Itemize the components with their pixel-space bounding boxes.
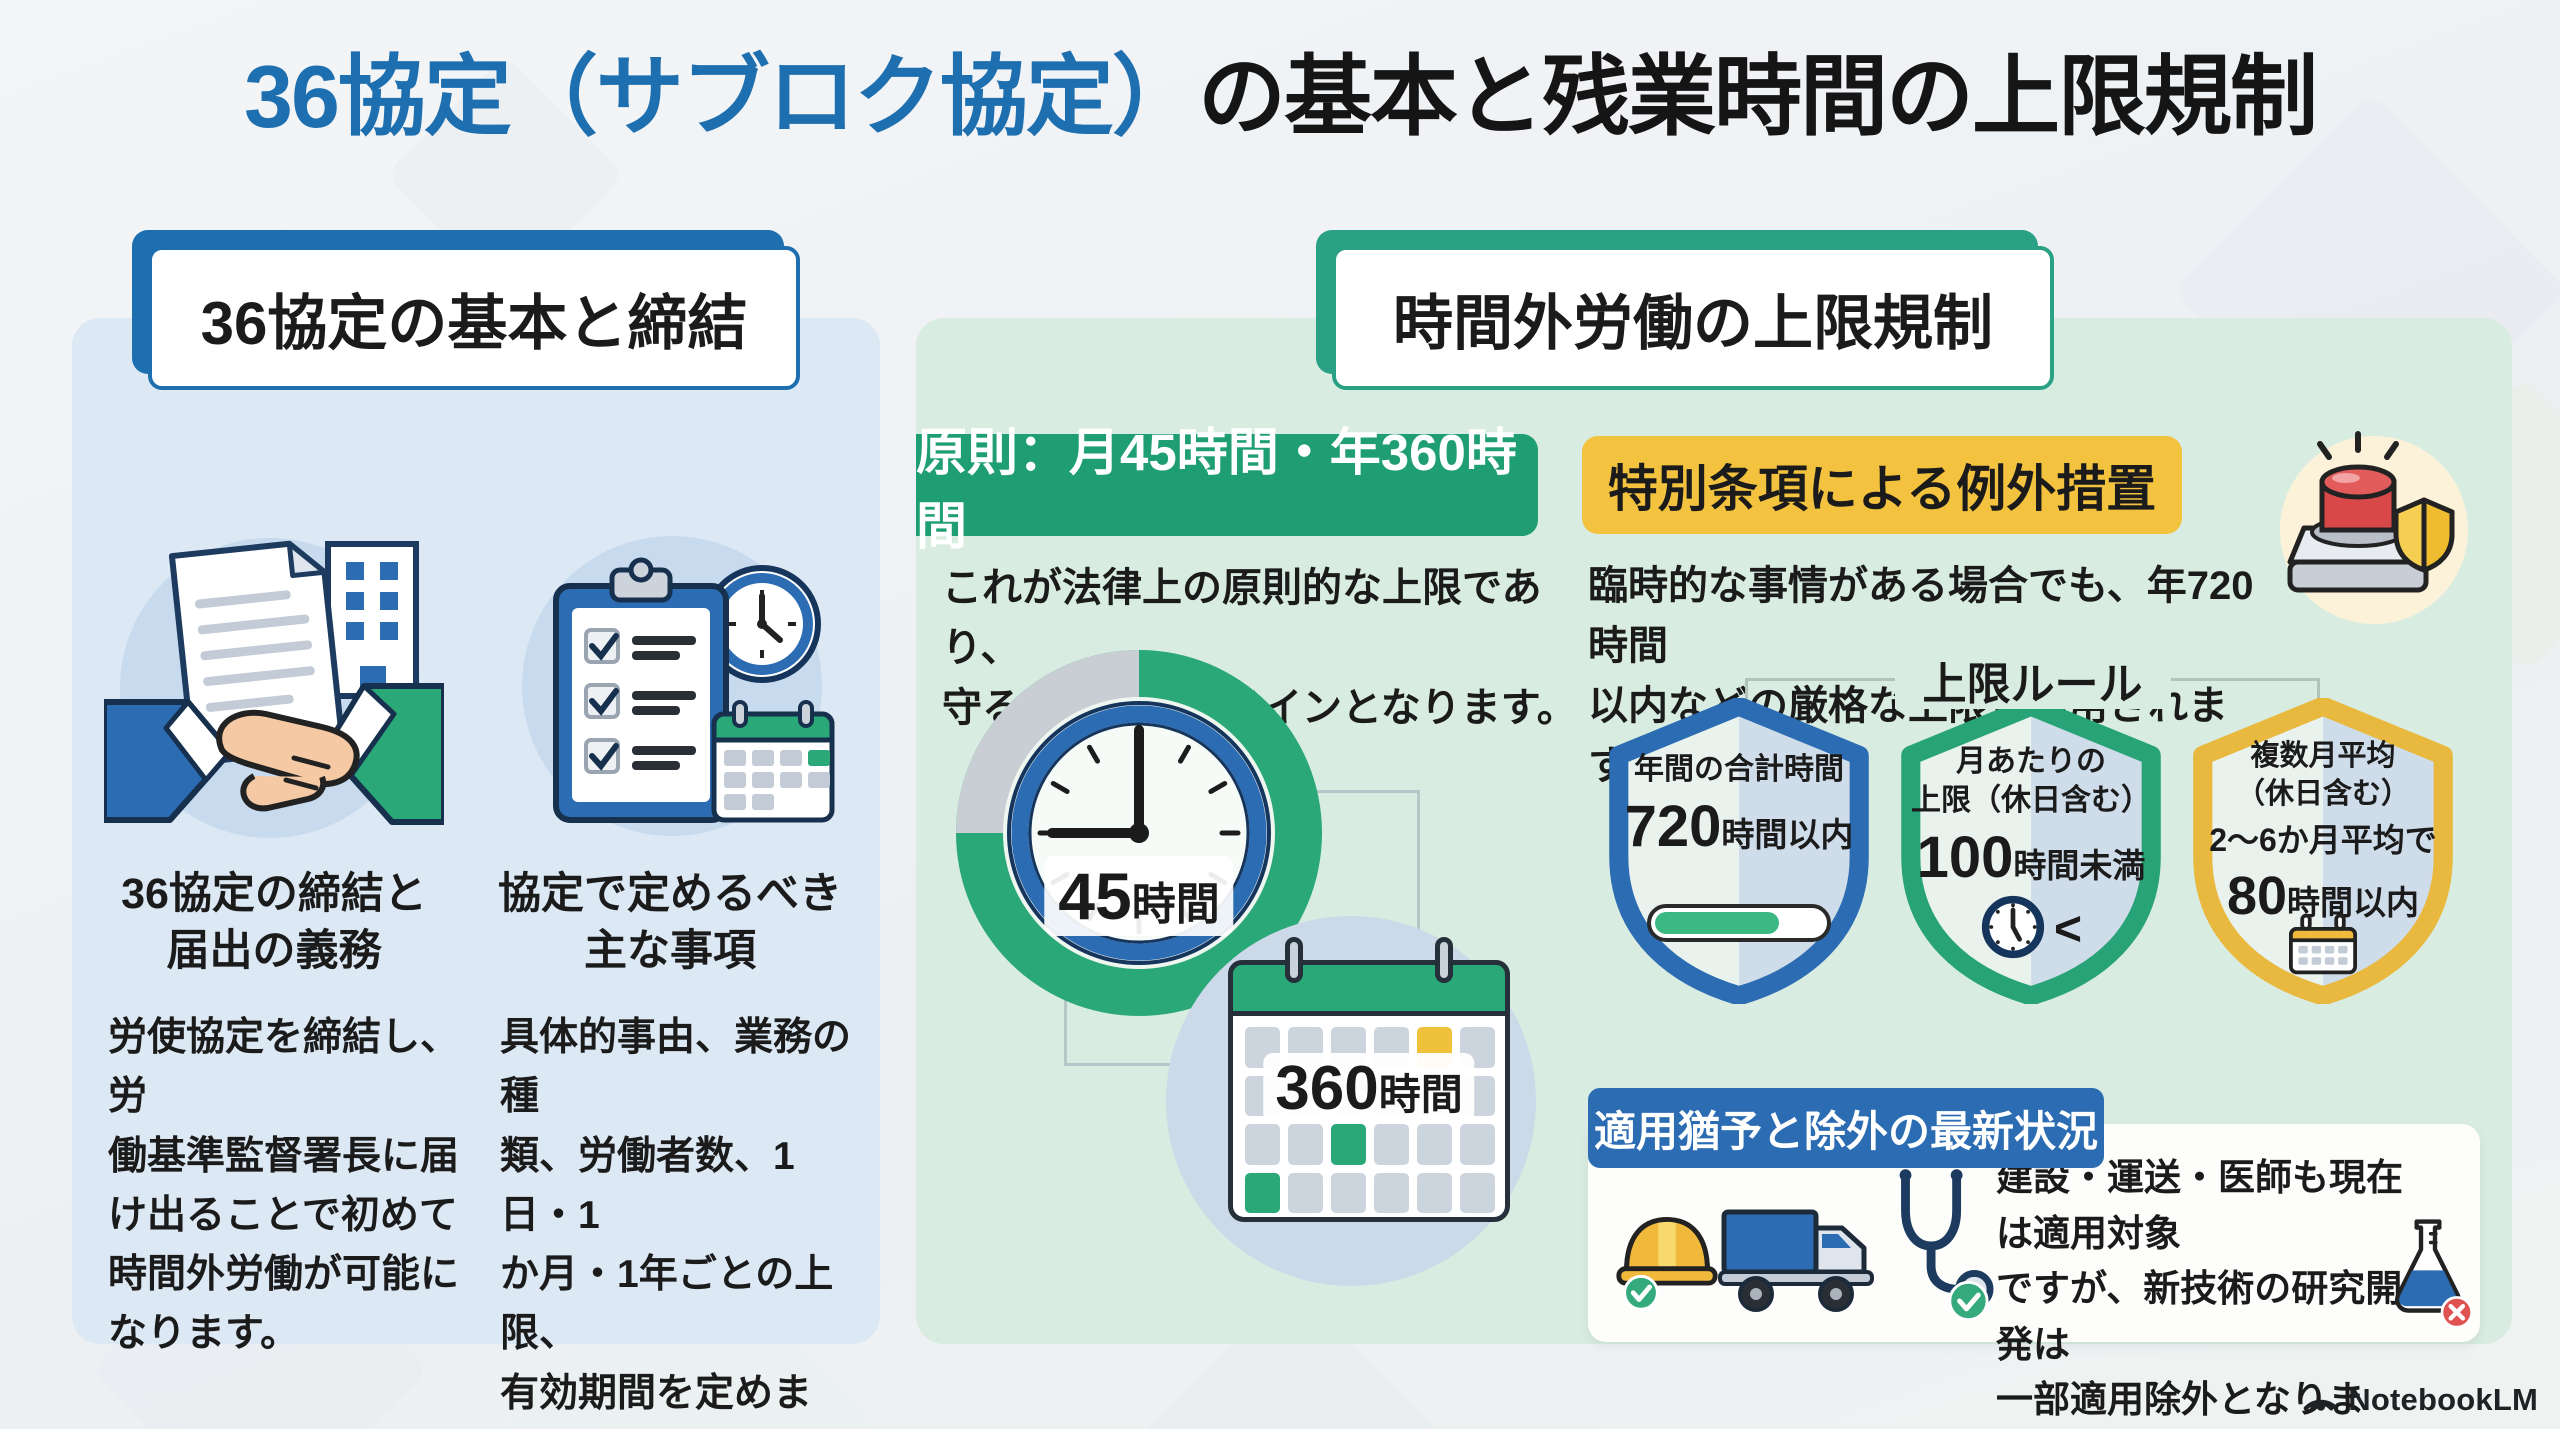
progress-bar xyxy=(1647,904,1831,942)
calendar-icon xyxy=(711,700,835,823)
left-col1-heading: 36協定の締結と 届出の義務 xyxy=(121,870,427,975)
monthly-limit-clock: 45時間 xyxy=(954,648,1324,1018)
shield1-value: 720 xyxy=(1624,794,1722,859)
shield1-unit: 時間以内 xyxy=(1721,816,1854,853)
helmet-icon xyxy=(1614,1206,1720,1314)
calendar-unit: 時間 xyxy=(1378,1071,1463,1118)
page-title-rest: の基本と残業時間の上限規制 xyxy=(1197,47,2318,146)
calendar-ring xyxy=(1435,937,1453,983)
flask-icon xyxy=(2380,1212,2476,1334)
clock-value: 45 xyxy=(1058,859,1132,933)
mini-clock-icon xyxy=(1980,894,2046,965)
clock-value-label: 45時間 xyxy=(1044,856,1234,936)
shield1-value-line: 720時間以内 xyxy=(1598,795,1880,859)
building-icon xyxy=(325,541,419,699)
page-title-highlight: 36協定（サブロク協定） xyxy=(244,47,1200,146)
limits-title: 上限ルール xyxy=(1745,648,2320,712)
mini-calendar-icon xyxy=(2285,910,2361,983)
calendar-value: 360 xyxy=(1275,1054,1379,1123)
shield2-value: 100 xyxy=(1916,825,2014,890)
yearly-limit-calendar: 360時間 xyxy=(1228,937,1510,1222)
shield3-sub: 2〜6か月平均で xyxy=(2209,822,2437,859)
left-col2-heading: 協定で定めるべき 主な事項 xyxy=(498,870,842,975)
truck-icon xyxy=(1716,1196,1880,1318)
checklist-icon xyxy=(500,484,840,852)
left-col1-body: 労使協定を締結し、労 働基準監督署長に届 け出ることで初めて 時間外労働が可能に… xyxy=(108,1016,460,1356)
progress-fill xyxy=(1655,912,1780,934)
right-header-text: 時間外労働の上限規制 xyxy=(1332,246,2054,390)
calendar-value-label: 360時間 xyxy=(1263,1053,1475,1124)
calendar-ring xyxy=(1285,937,1303,983)
shield3-label: 複数月平均 （休日含む） xyxy=(2235,740,2410,810)
calendar-header xyxy=(1228,960,1510,1016)
clipboard-icon xyxy=(553,557,729,823)
notebooklm-logo-icon xyxy=(2300,1380,2339,1419)
alert-button-icon xyxy=(2266,414,2482,628)
less-than-symbol: < xyxy=(2053,903,2083,956)
shield-annual-limit: 年間の合計時間 720時間以内 xyxy=(1598,698,1880,1004)
shield2-value-line: 100時間未満 xyxy=(1890,826,2172,890)
document-icon xyxy=(168,540,346,766)
stethoscope-icon xyxy=(1876,1162,1994,1324)
clock-icon xyxy=(703,565,821,683)
shield-average-limit: 複数月平均 （休日含む） 2〜6か月平均で 80時間以内 xyxy=(2182,698,2464,1004)
clock-unit: 時間 xyxy=(1131,880,1220,929)
exception-badge: 特別条項による例外措置 xyxy=(1582,436,2182,534)
left-col2-body: 具体的事由、業務の種 類、労働者数、1日・1 か月・1年ごとの上限、 有効期間を… xyxy=(500,1016,852,1415)
limits-title-text: 上限ルール xyxy=(1894,660,2171,709)
left-section-header: 36協定の基本と締結 xyxy=(132,230,800,390)
right-section-header: 時間外労働の上限規制 xyxy=(1316,230,2054,390)
shield2-label: 月あたりの 上限（休日含む） xyxy=(1911,745,2151,817)
shield-monthly-limit: 月あたりの 上限（休日含む） 100時間未満 xyxy=(1890,698,2172,1004)
page-title: 36協定（サブロク協定）の基本と残業時間の上限規制 xyxy=(0,44,2560,150)
left-panel-basics: 36協定の締結と 届出の義務 協定で定めるべき 主な事項 労使協定を締結し、労 … xyxy=(72,318,880,1415)
status-body: 建設・運送・医師も現在は適用対象 ですが、新技術の研究開発は 一部適用除外となり… xyxy=(1996,1157,2403,1420)
status-card: 建設・運送・医師も現在は適用対象 ですが、新技術の研究開発は 一部適用除外となり… xyxy=(1588,1124,2480,1420)
principle-badge: 原則：月45時間・年360時間 xyxy=(916,424,1538,555)
shield3-value: 80 xyxy=(2226,866,2288,927)
handshake-icon xyxy=(101,484,447,852)
status-badge: 適用猶予と除外の最新状況 xyxy=(1588,1088,2104,1168)
shield2-unit: 時間未満 xyxy=(2013,847,2146,884)
left-header-text: 36協定の基本と締結 xyxy=(148,246,800,390)
footer-brand: NotebookLM xyxy=(2300,1380,2538,1419)
right-panel-limits: 原則：月45時間・年360時間 これが法律上の原則的な上限であり、 守るべき基本… xyxy=(916,318,2512,1420)
shield1-label: 年間の合計時間 xyxy=(1634,753,1844,786)
brand-name: NotebookLM xyxy=(2348,1381,2538,1417)
